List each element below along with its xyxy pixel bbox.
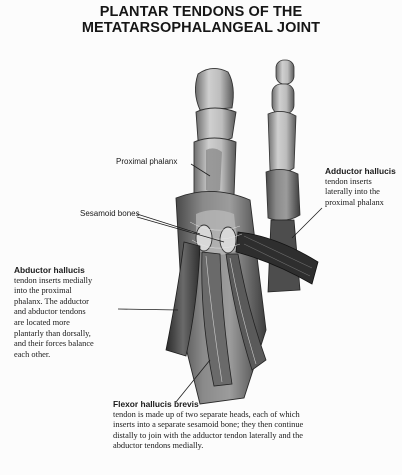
- label-abductor-hallucis: Abductor hallucis tendon inserts mediall…: [14, 265, 94, 360]
- abductor-line: and abductor tendons: [14, 307, 94, 318]
- abductor-line: into the proximal: [14, 286, 94, 297]
- title-line-2: METATARSOPHALANGEAL JOINT: [0, 20, 402, 36]
- abductor-line: tendon inserts medially: [14, 276, 94, 287]
- abductor-line: phalanx. The adductor: [14, 297, 94, 308]
- hallux: [194, 68, 236, 201]
- label-proximal-phalanx: Proximal phalanx: [116, 157, 177, 168]
- label-adductor-hallucis: Adductor hallucis tendon inserts lateral…: [325, 166, 396, 208]
- interphalangeal-joint: [196, 108, 236, 143]
- adductor-heading: Adductor hallucis: [325, 166, 396, 177]
- adductor-line: laterally into the: [325, 187, 396, 198]
- label-flexor-hallucis-brevis: Flexor hallucis brevis tendon is made up…: [113, 399, 303, 452]
- abductor-heading: Abductor hallucis: [14, 265, 94, 276]
- leader-abductor: [118, 309, 178, 310]
- flexor-line: tendon is made up of two separate heads,…: [113, 410, 303, 421]
- distal-phalanx: [195, 68, 233, 110]
- abductor-line: are located more: [14, 318, 94, 329]
- flexor-heading: Flexor hallucis brevis: [113, 399, 303, 410]
- second-toe-distal-phalanx: [276, 60, 294, 84]
- flexor-line: inserts into a separate sesamoid bone; t…: [113, 420, 303, 431]
- abductor-line: each other.: [14, 350, 94, 361]
- adductor-line: proximal phalanx: [325, 198, 396, 209]
- sesamoid-lateral: [220, 227, 236, 253]
- flexor-line: distally to join with the adductor tendo…: [113, 431, 303, 442]
- abductor-line: plantarly than dorsally,: [14, 329, 94, 340]
- flexor-line: abductor tendons medially.: [113, 441, 303, 452]
- second-toe-middle-phalanx: [272, 84, 294, 114]
- label-sesamoid-bones: Sesamoid bones: [80, 209, 140, 220]
- second-toe-proximal-phalanx: [268, 111, 296, 172]
- abductor-line: and their forces balance: [14, 339, 94, 350]
- title-line-1: PLANTAR TENDONS OF THE: [0, 4, 402, 20]
- second-metatarsal-head: [266, 169, 300, 220]
- adductor-line: tendon inserts: [325, 177, 396, 188]
